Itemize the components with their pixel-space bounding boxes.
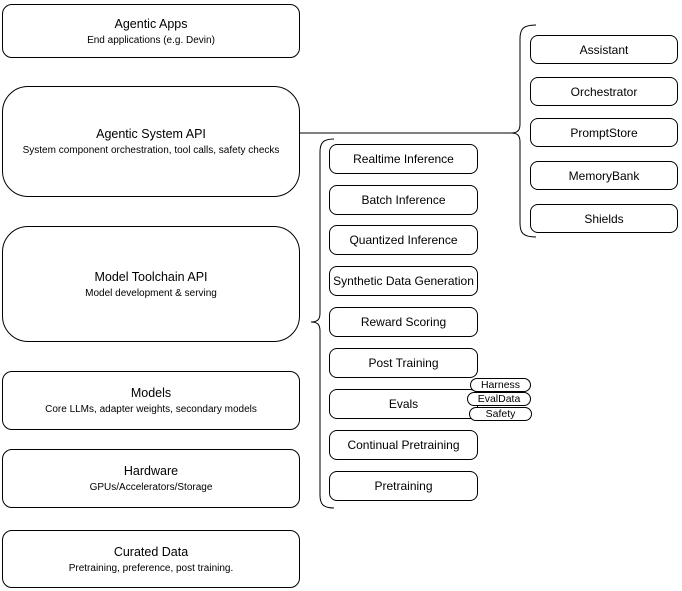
node-batch-inference: Batch Inference xyxy=(329,185,478,215)
node-label: Quantized Inference xyxy=(349,233,458,247)
node-assistant: Assistant xyxy=(530,35,678,64)
node-title: Agentic Apps xyxy=(114,16,188,31)
node-label: MemoryBank xyxy=(568,168,640,183)
node-post-training: Post Training xyxy=(329,348,478,378)
tag-label: Safety xyxy=(485,408,516,420)
node-label: Evals xyxy=(388,397,419,411)
node-synthetic-data-generation: Synthetic Data Generation xyxy=(329,266,478,296)
node-model-toolchain-api: Model Toolchain API Model development & … xyxy=(2,226,300,342)
node-label: Post Training xyxy=(368,356,439,370)
node-subtitle: Core LLMs, adapter weights, secondary mo… xyxy=(45,404,257,415)
node-label: Continual Pretraining xyxy=(347,438,460,452)
node-label: Synthetic Data Generation xyxy=(333,274,474,288)
node-title: Models xyxy=(130,386,172,400)
node-curated-data: Curated Data Pretraining, preference, po… xyxy=(2,530,300,588)
node-title: Curated Data xyxy=(113,544,189,559)
tag-label: Harness xyxy=(480,379,521,391)
node-pretraining: Pretraining xyxy=(329,471,478,501)
node-title: Agentic System API xyxy=(96,127,206,141)
node-label: Assistant xyxy=(579,42,629,57)
node-evals: Evals xyxy=(329,389,478,419)
node-orchestrator: Orchestrator xyxy=(530,77,678,106)
node-quantized-inference: Quantized Inference xyxy=(329,225,478,255)
node-reward-scoring: Reward Scoring xyxy=(329,307,478,337)
tag-evaldata: EvalData xyxy=(467,392,531,406)
node-subtitle: End applications (e.g. Devin) xyxy=(87,34,215,46)
node-promptstore: PromptStore xyxy=(530,118,678,147)
node-subtitle: GPUs/Accelerators/Storage xyxy=(89,482,213,493)
node-label: Shields xyxy=(584,211,624,226)
node-memorybank: MemoryBank xyxy=(530,161,678,190)
node-label: Pretraining xyxy=(374,479,433,493)
node-subtitle: Model development & serving xyxy=(85,287,217,299)
node-title: Hardware xyxy=(123,464,179,478)
node-agentic-system-api: Agentic System API System component orch… xyxy=(2,86,300,197)
node-subtitle: Pretraining, preference, post training. xyxy=(68,562,234,574)
node-realtime-inference: Realtime Inference xyxy=(329,144,478,174)
node-models: Models Core LLMs, adapter weights, secon… xyxy=(2,371,300,430)
tag-harness: Harness xyxy=(470,378,531,392)
node-label: Reward Scoring xyxy=(360,315,447,329)
node-shields: Shields xyxy=(530,204,678,233)
node-agentic-apps: Agentic Apps End applications (e.g. Devi… xyxy=(2,4,300,58)
node-hardware: Hardware GPUs/Accelerators/Storage xyxy=(2,449,300,508)
node-label: Realtime Inference xyxy=(353,152,454,166)
tag-safety: Safety xyxy=(469,407,532,421)
tag-label: EvalData xyxy=(477,393,521,405)
node-label: Orchestrator xyxy=(570,84,638,99)
node-continual-pretraining: Continual Pretraining xyxy=(329,430,478,460)
node-label: PromptStore xyxy=(570,125,638,140)
node-label: Batch Inference xyxy=(361,193,446,207)
node-title: Model Toolchain API xyxy=(94,269,208,284)
node-subtitle: System component orchestration, tool cal… xyxy=(22,145,280,156)
